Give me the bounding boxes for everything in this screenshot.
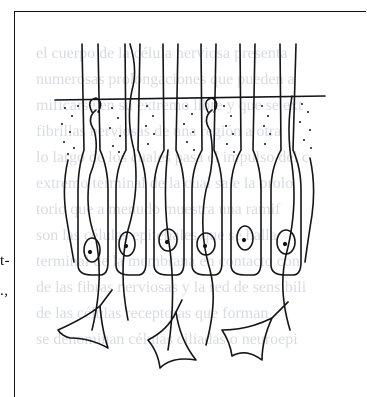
bleed-line: se denominan células ciliadas o neuroepi	[36, 331, 298, 348]
bleed-line: numerosas prolongaciones que pueden a	[36, 71, 295, 88]
nucleus	[277, 230, 295, 254]
bleed-line: extremo terminal de la cual sale la prol…	[36, 175, 293, 192]
bleed-line: torio que a menudo muestra una ramif	[36, 201, 281, 218]
bleed-line: lo largo de los cuales pasa el impulso d…	[36, 149, 309, 166]
bleed-line: de las células receptoras que forman	[36, 305, 268, 322]
bleed-line: fibrillas nerviosas de una región a otra	[36, 123, 281, 140]
cell-outline	[305, 158, 314, 262]
bleed-line: de las fibras nerviosas y la red de sens…	[36, 279, 307, 296]
nerve-fiber	[88, 110, 99, 330]
bleed-line: el cuerpo de la célula nerviosa presenta	[36, 45, 287, 62]
bleed-line: son las células epiteliales que se halla	[36, 227, 277, 244]
